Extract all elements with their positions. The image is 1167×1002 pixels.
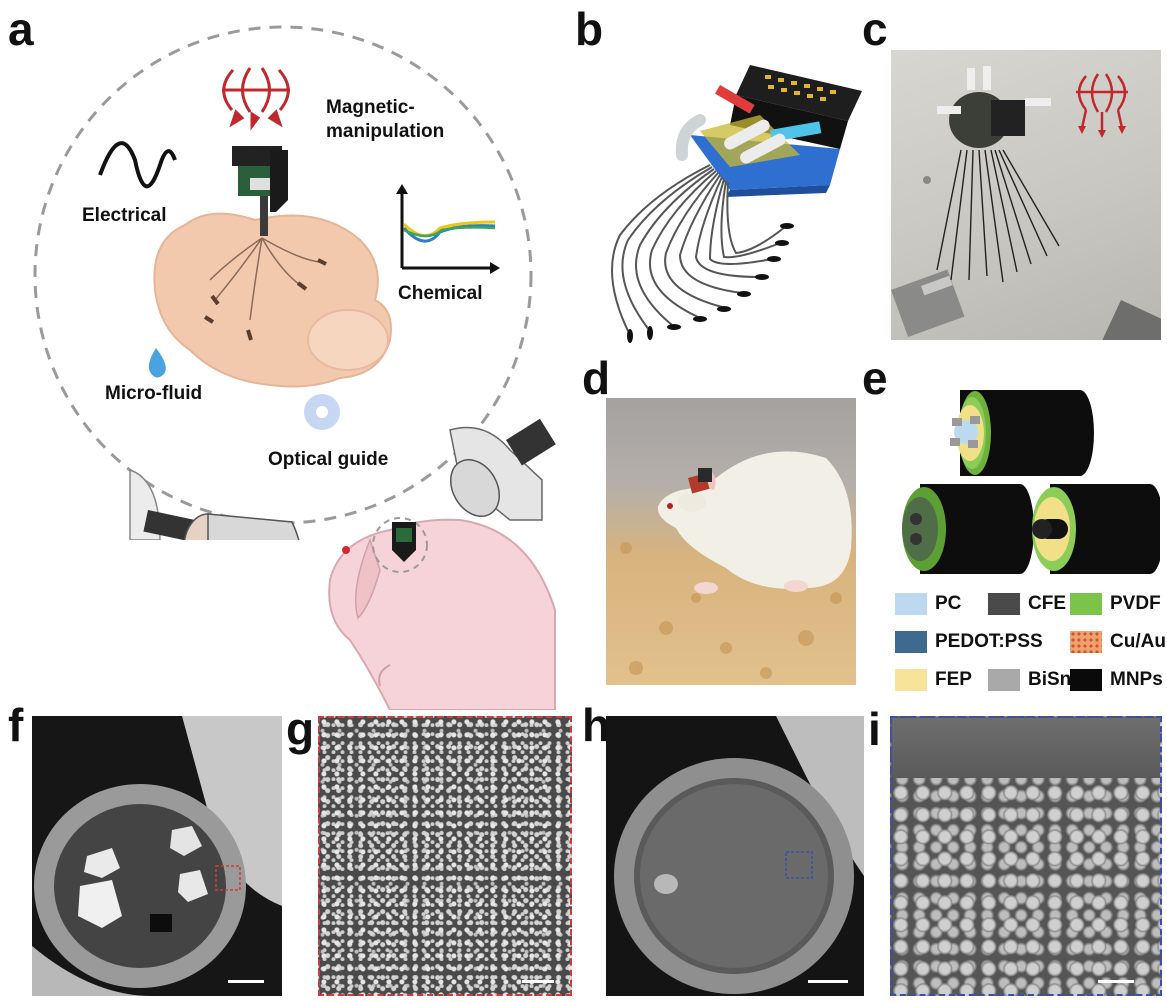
legend-swatch-cfe	[988, 593, 1020, 615]
legend-label-fep: FEP	[935, 669, 972, 690]
legend-swatch-cuau	[1070, 631, 1102, 653]
legend-item-bisn: BiSn	[988, 669, 1071, 691]
panel-letter-d: d	[582, 352, 611, 404]
label-optical-guide: Optical guide	[268, 449, 389, 470]
legend-swatch-bisn	[988, 669, 1020, 691]
electrical-waveform-icon	[98, 141, 177, 189]
legend-item-pedot: PEDOT:PSS	[895, 631, 1043, 653]
legend-label-cuau: Cu/Au	[1110, 631, 1166, 652]
panel-b-device-illustration	[611, 65, 862, 343]
legend-item-mnps: MNPs	[1070, 669, 1163, 691]
legend-label-pc: PC	[935, 593, 962, 614]
label-magnetic-manipulation: Magnetic- manipulation	[326, 97, 445, 142]
scale-bar-h	[808, 980, 848, 983]
legend-swatch-pedot	[895, 631, 927, 653]
panel-h-sem-image	[606, 716, 864, 996]
fiber-bottom-left	[902, 484, 1034, 574]
legend-item-pvdf: PVDF	[1070, 593, 1161, 615]
magnetic-field-icon	[222, 67, 290, 131]
legend-item-cfe: CFE	[988, 593, 1066, 615]
scale-bar-i	[1098, 980, 1134, 983]
panel-g-sem-zoom	[318, 716, 572, 996]
panel-i-sem-zoom	[890, 716, 1162, 996]
mouse-illustration	[328, 418, 556, 710]
panel-d-rat-photo	[606, 398, 856, 685]
panel-letter-e: e	[862, 352, 888, 404]
panel-letter-g: g	[286, 703, 315, 755]
legend-label-pedot: PEDOT:PSS	[935, 631, 1043, 652]
panel-a-illustration	[33, 25, 533, 540]
panel-c-photo	[891, 50, 1161, 340]
legend-label-bisn: BiSn	[1028, 669, 1072, 690]
panel-letter-h: h	[582, 699, 611, 751]
legend-swatch-fep	[895, 669, 927, 691]
label-chemical: Chemical	[398, 283, 483, 304]
legend-item-cuau: Cu/Au	[1070, 631, 1166, 653]
inset-box-red	[215, 865, 241, 891]
droplet-icon	[148, 348, 166, 378]
legend-label-mnps: MNPs	[1110, 669, 1163, 690]
legend-label-pvdf: PVDF	[1110, 593, 1161, 614]
legend-item-pc: PC	[895, 593, 961, 615]
legend-item-fep: FEP	[895, 669, 972, 691]
chemical-chart-icon	[396, 184, 500, 274]
fiber-top	[950, 390, 1094, 476]
legend-swatch-pc	[895, 593, 927, 615]
panel-letter-a: a	[8, 3, 34, 55]
label-micro-fluid: Micro-fluid	[105, 383, 203, 404]
fiber-bottom-right	[1032, 484, 1160, 574]
panel-e-fiber-cross-sections	[902, 390, 1160, 574]
inset-box-blue	[785, 851, 813, 879]
implant-device-icon	[232, 146, 288, 236]
panel-letter-i: i	[868, 703, 881, 755]
panel-letter-b: b	[575, 3, 604, 55]
panel-letter-c: c	[862, 3, 888, 55]
scale-bar-f	[228, 980, 264, 983]
panel-letter-f: f	[8, 699, 24, 751]
legend-swatch-mnps	[1070, 669, 1102, 691]
legend-label-cfe: CFE	[1028, 593, 1066, 614]
robotic-arm-left	[129, 468, 300, 540]
implant-dashed-circle	[372, 517, 428, 573]
scale-bar-g	[522, 980, 554, 983]
panel-f-sem-image	[32, 716, 282, 996]
legend-swatch-pvdf	[1070, 593, 1102, 615]
label-electrical: Electrical	[82, 205, 167, 226]
magnetic-field-icon-c	[1076, 73, 1128, 138]
